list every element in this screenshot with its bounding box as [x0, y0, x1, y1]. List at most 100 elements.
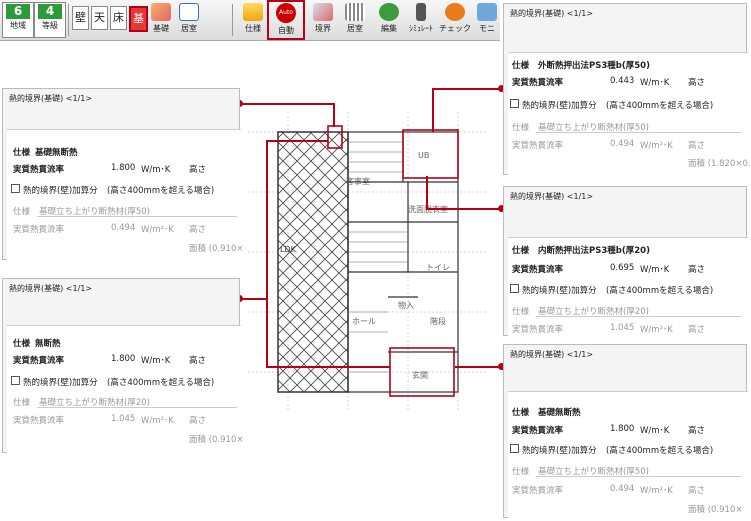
panel-boundary-3: 熱的境界(基礎) <1/1> 仕様 外断熱押出法PS3種b(厚50) 実質熱貫流… [503, 3, 751, 175]
wall-addition-checkbox[interactable] [11, 376, 20, 385]
panel-body [7, 129, 241, 260]
floor-plan[interactable]: UB 客事室 洗面脱衣室 トイレ 物入 ホール 階段 玄関 LDK [248, 112, 488, 412]
stairs [348, 141, 408, 373]
monitor-icon [477, 3, 497, 21]
rate-unit: W/m･K [141, 356, 171, 366]
label-ldk: LDK [280, 245, 297, 254]
panel-boundary-1: 熱的境界(基礎) <1/1> 仕様 基礎無断熱 実質熱貫流率 1.800 W/m… [2, 88, 243, 260]
area-label: 面積 (0.910× [688, 505, 743, 515]
key-floor[interactable]: 床 [110, 6, 127, 30]
boundary-icon [313, 3, 333, 21]
toolbar-divider [68, 4, 69, 36]
spec-value[interactable]: 基礎無断熱 [35, 148, 78, 158]
sub-spec-field [37, 216, 237, 217]
spec-label: 仕様 [13, 148, 31, 158]
sub-spec-label: 仕様 [13, 398, 31, 408]
panel-title: 熱的境界(基礎) <1/1> [510, 350, 594, 359]
rate-value[interactable]: 0.695 [610, 263, 635, 273]
wall-addition-note: (高さ400mmを超える場合) [606, 446, 714, 456]
rate-label: 実質熱貫流率 [13, 165, 65, 175]
edit-icon [379, 3, 399, 21]
kiso-label: 基礎 [153, 24, 169, 33]
height-label: 高さ [688, 265, 706, 275]
rate-value[interactable]: 0.443 [610, 76, 635, 86]
key-ceiling[interactable]: 天 [91, 6, 108, 30]
sub-rate-label: 実質熱貫流率 [13, 225, 65, 235]
rate-unit: W/m･K [640, 265, 670, 275]
sub-height-label: 高さ [688, 486, 706, 496]
sub-spec-value: 基礎立ち上がり断熱材(厚20) [39, 398, 150, 408]
label-genkan: 玄関 [412, 370, 428, 380]
edit-button[interactable]: 編集 [372, 2, 406, 38]
sub-spec-label: 仕様 [13, 207, 31, 217]
rate-label: 実質熱貫流率 [512, 78, 564, 88]
spec-button[interactable]: 仕様 [236, 2, 270, 38]
simulate-button[interactable]: ｼﾐｭﾚｰﾄ [404, 2, 438, 38]
wall-addition-label: 熱的境界(壁)加算分 [522, 101, 597, 111]
check-button[interactable]: チェック [438, 2, 472, 38]
auto-button[interactable]: Auto 自動 [267, 0, 305, 40]
auto-label: 自動 [278, 26, 294, 35]
sub-spec-field [37, 407, 237, 408]
panel-title: 熱的境界(基礎) <1/1> [510, 192, 594, 201]
sub-rate-unit: W/m²･K [640, 486, 673, 496]
sub-spec-value: 基礎立ち上がり断熱材(厚50) [538, 467, 649, 477]
kiso-button[interactable]: 基礎 [144, 2, 178, 38]
monitor-button[interactable]: モニ [470, 2, 504, 38]
wall-addition-checkbox[interactable] [510, 444, 519, 453]
rate-value[interactable]: 1.800 [111, 163, 136, 173]
sub-rate-label: 実質熱貫流率 [512, 486, 564, 496]
spec-label: 仕様 [512, 61, 530, 71]
monitor-label: モニ [479, 24, 495, 33]
grade-label: 等級 [42, 21, 58, 30]
spec-label: 仕様 [512, 408, 530, 418]
key-wall[interactable]: 壁 [72, 6, 89, 30]
auto-icon: Auto [276, 3, 296, 23]
sub-rate-label: 実質熱貫流率 [512, 141, 564, 151]
spec-value[interactable]: 無断熱 [35, 339, 61, 349]
wall-addition-note: (高さ400mmを超える場合) [107, 378, 215, 388]
toolbar-divider [232, 4, 233, 36]
rate-label: 実質熱貫流率 [512, 426, 564, 436]
label-kaidan: 階段 [430, 316, 446, 326]
red-selections [327, 125, 459, 397]
region-button[interactable]: 6 地域 [2, 2, 34, 38]
wall-addition-note: (高さ400mmを超える場合) [606, 101, 714, 111]
grade-button[interactable]: 4 等級 [34, 2, 66, 38]
spec-label: 仕様 [512, 246, 530, 256]
spec-value[interactable]: 基礎無断熱 [538, 408, 581, 418]
rate-label: 実質熱貫流率 [512, 265, 564, 275]
boundary-button[interactable]: 境界 [306, 2, 340, 38]
ldk-room[interactable] [277, 131, 349, 393]
spec-label: 仕様 [245, 24, 261, 33]
toolbar: 6 地域 4 等級 壁 天 床 基 基礎 居室 仕様 Auto 自動 境界 居室… [0, 0, 500, 41]
rate-label: 実質熱貫流率 [13, 356, 65, 366]
sub-spec-value: 基礎立ち上がり断熱材(厚20) [538, 307, 649, 317]
sub-spec-field [536, 316, 741, 317]
key-foundation[interactable]: 基 [129, 6, 148, 32]
sub-spec-value: 基礎立ち上がり断熱材(厚50) [39, 207, 150, 217]
spec-value[interactable]: 外断熱押出法PS3種b(厚50) [538, 61, 650, 71]
wall-addition-checkbox[interactable] [510, 284, 519, 293]
sub-spec-value: 基礎立ち上がり断熱材(厚50) [538, 123, 649, 133]
rate-value[interactable]: 1.800 [111, 354, 136, 364]
height-label: 高さ [189, 165, 207, 175]
edit-label: 編集 [381, 24, 397, 33]
area-label: 面積 (1.820×0. [688, 159, 751, 169]
sub-height-label: 高さ [189, 416, 207, 426]
spec-value[interactable]: 内断熱押出法PS3種b(厚20) [538, 246, 650, 256]
rate-value[interactable]: 1.800 [610, 424, 635, 434]
spec-label: 仕様 [13, 339, 31, 349]
room-button[interactable]: 居室 [172, 2, 206, 38]
label-toilet: トイレ [426, 263, 450, 272]
check-label: チェック [439, 24, 471, 33]
region-label: 地域 [10, 21, 26, 30]
rate-unit: W/m･K [640, 78, 670, 88]
wall-addition-checkbox[interactable] [11, 184, 20, 193]
sub-spec-field [536, 476, 741, 477]
room2-button[interactable]: 居室 [338, 2, 372, 38]
panel-boundary-5: 熱的境界(基礎) <1/1> 仕様 基礎無断熱 実質熱貫流率 1.800 W/m… [503, 344, 748, 518]
rate-unit: W/m･K [141, 165, 171, 175]
wall-addition-checkbox[interactable] [510, 99, 519, 108]
panel-title: 熱的境界(基礎) <1/1> [9, 94, 93, 103]
